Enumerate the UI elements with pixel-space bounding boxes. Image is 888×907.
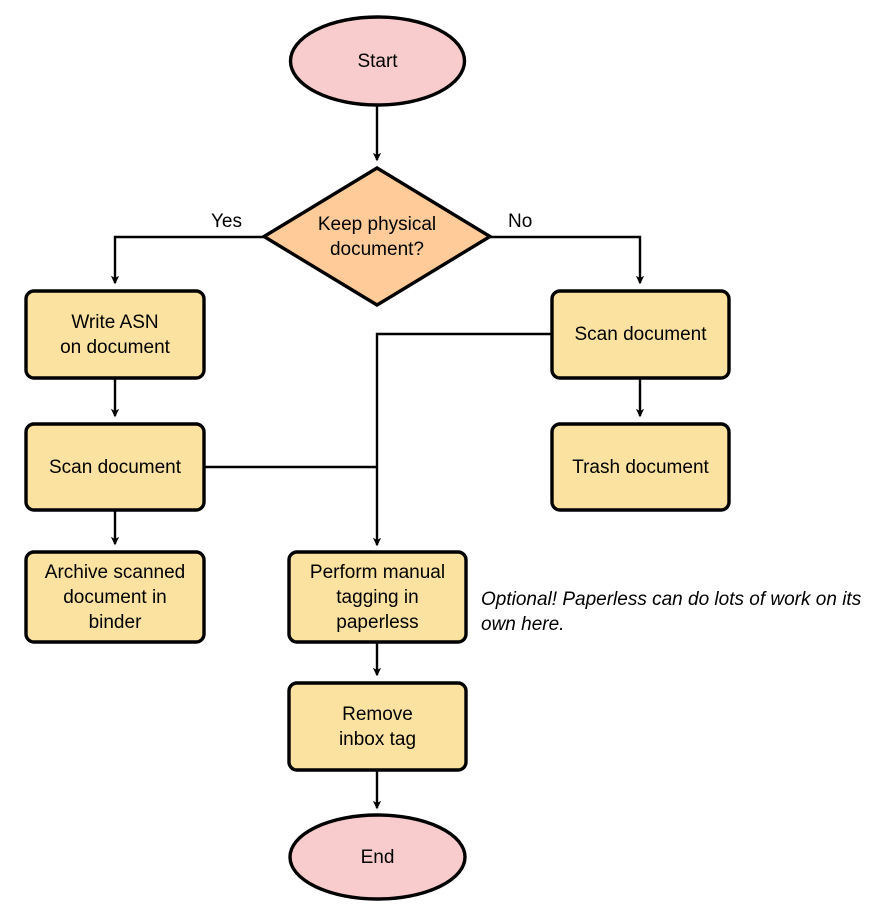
node-scan-left-shape[interactable] [24, 422, 206, 512]
edge-scan-right-to-tagging [372, 332, 552, 547]
node-trash-shape[interactable] [550, 422, 731, 512]
node-start-shape[interactable] [288, 15, 467, 107]
node-archive[interactable] [26, 552, 204, 642]
node-archive-shape[interactable] [24, 550, 206, 644]
node-scan-right[interactable] [552, 291, 729, 378]
edge-label-no: No [508, 211, 533, 232]
edge-label-yes: Yes [211, 211, 242, 232]
node-start[interactable] [290, 17, 465, 105]
node-remove-inbox[interactable] [289, 683, 466, 770]
edge-decision-yes-to-write-asn [110, 235, 264, 285]
node-end-shape[interactable] [288, 813, 467, 901]
node-scan-left[interactable] [26, 424, 204, 510]
node-write-asn[interactable] [26, 291, 204, 378]
node-scan-right-shape[interactable] [550, 289, 731, 380]
node-write-asn-shape[interactable] [24, 289, 206, 380]
node-end[interactable] [290, 815, 465, 899]
node-tagging-shape[interactable] [287, 550, 468, 644]
node-remove-inbox-shape[interactable] [287, 681, 468, 772]
node-trash[interactable] [552, 424, 729, 510]
node-decision[interactable] [264, 168, 490, 305]
node-tagging[interactable] [289, 552, 466, 642]
note-optional-paperless: Optional! Paperless can do lots of work … [481, 589, 862, 635]
edge-decision-no-to-scan-right [490, 235, 645, 285]
node-decision-shape[interactable] [260, 166, 494, 307]
